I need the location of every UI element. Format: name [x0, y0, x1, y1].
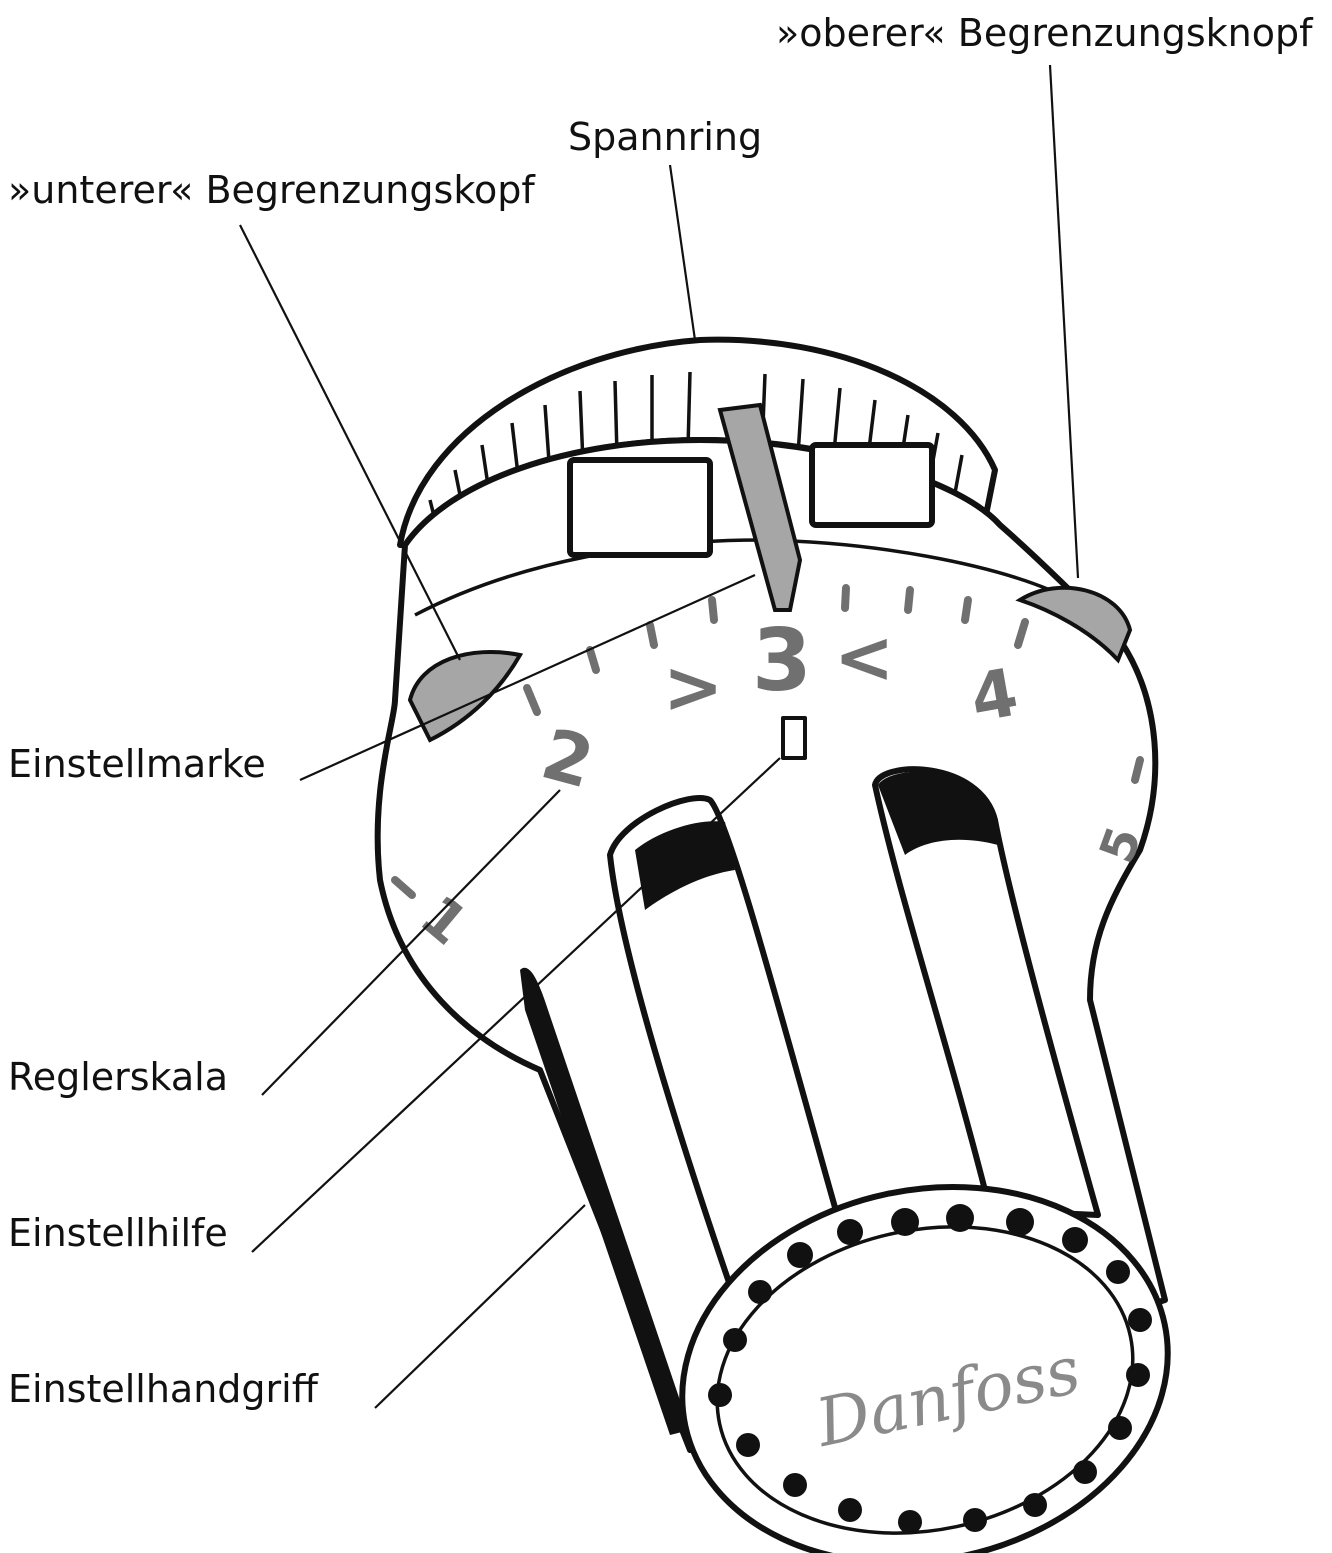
label-einstellmarke: Einstellmarke [8, 742, 266, 786]
setting-aid-mark [783, 718, 805, 758]
scale-number-3: 3 [752, 611, 812, 711]
label-unterer-begrenzungskopf: »unterer« Begrenzungskopf [8, 168, 536, 212]
leader-oberer [1050, 65, 1078, 578]
leader-einstellhandgriff [375, 1205, 585, 1408]
leader-unterer [240, 225, 460, 660]
right-clip [812, 445, 932, 525]
scale-arrow-left: > [663, 645, 723, 729]
leader-spannring [670, 165, 695, 340]
left-clip [570, 460, 710, 555]
label-oberer-begrenzungsknopf: »oberer« Begrenzungsknopf [776, 11, 1314, 55]
thermostat-head: 1 2 > 3 < 4 5 [378, 340, 1203, 1553]
label-einstellhilfe: Einstellhilfe [8, 1211, 228, 1255]
scale-arrow-right: < [834, 615, 894, 699]
label-spannring: Spannring [568, 115, 762, 159]
label-einstellhandgriff: Einstellhandgriff [8, 1367, 319, 1411]
label-reglerskala: Reglerskala [8, 1055, 228, 1099]
